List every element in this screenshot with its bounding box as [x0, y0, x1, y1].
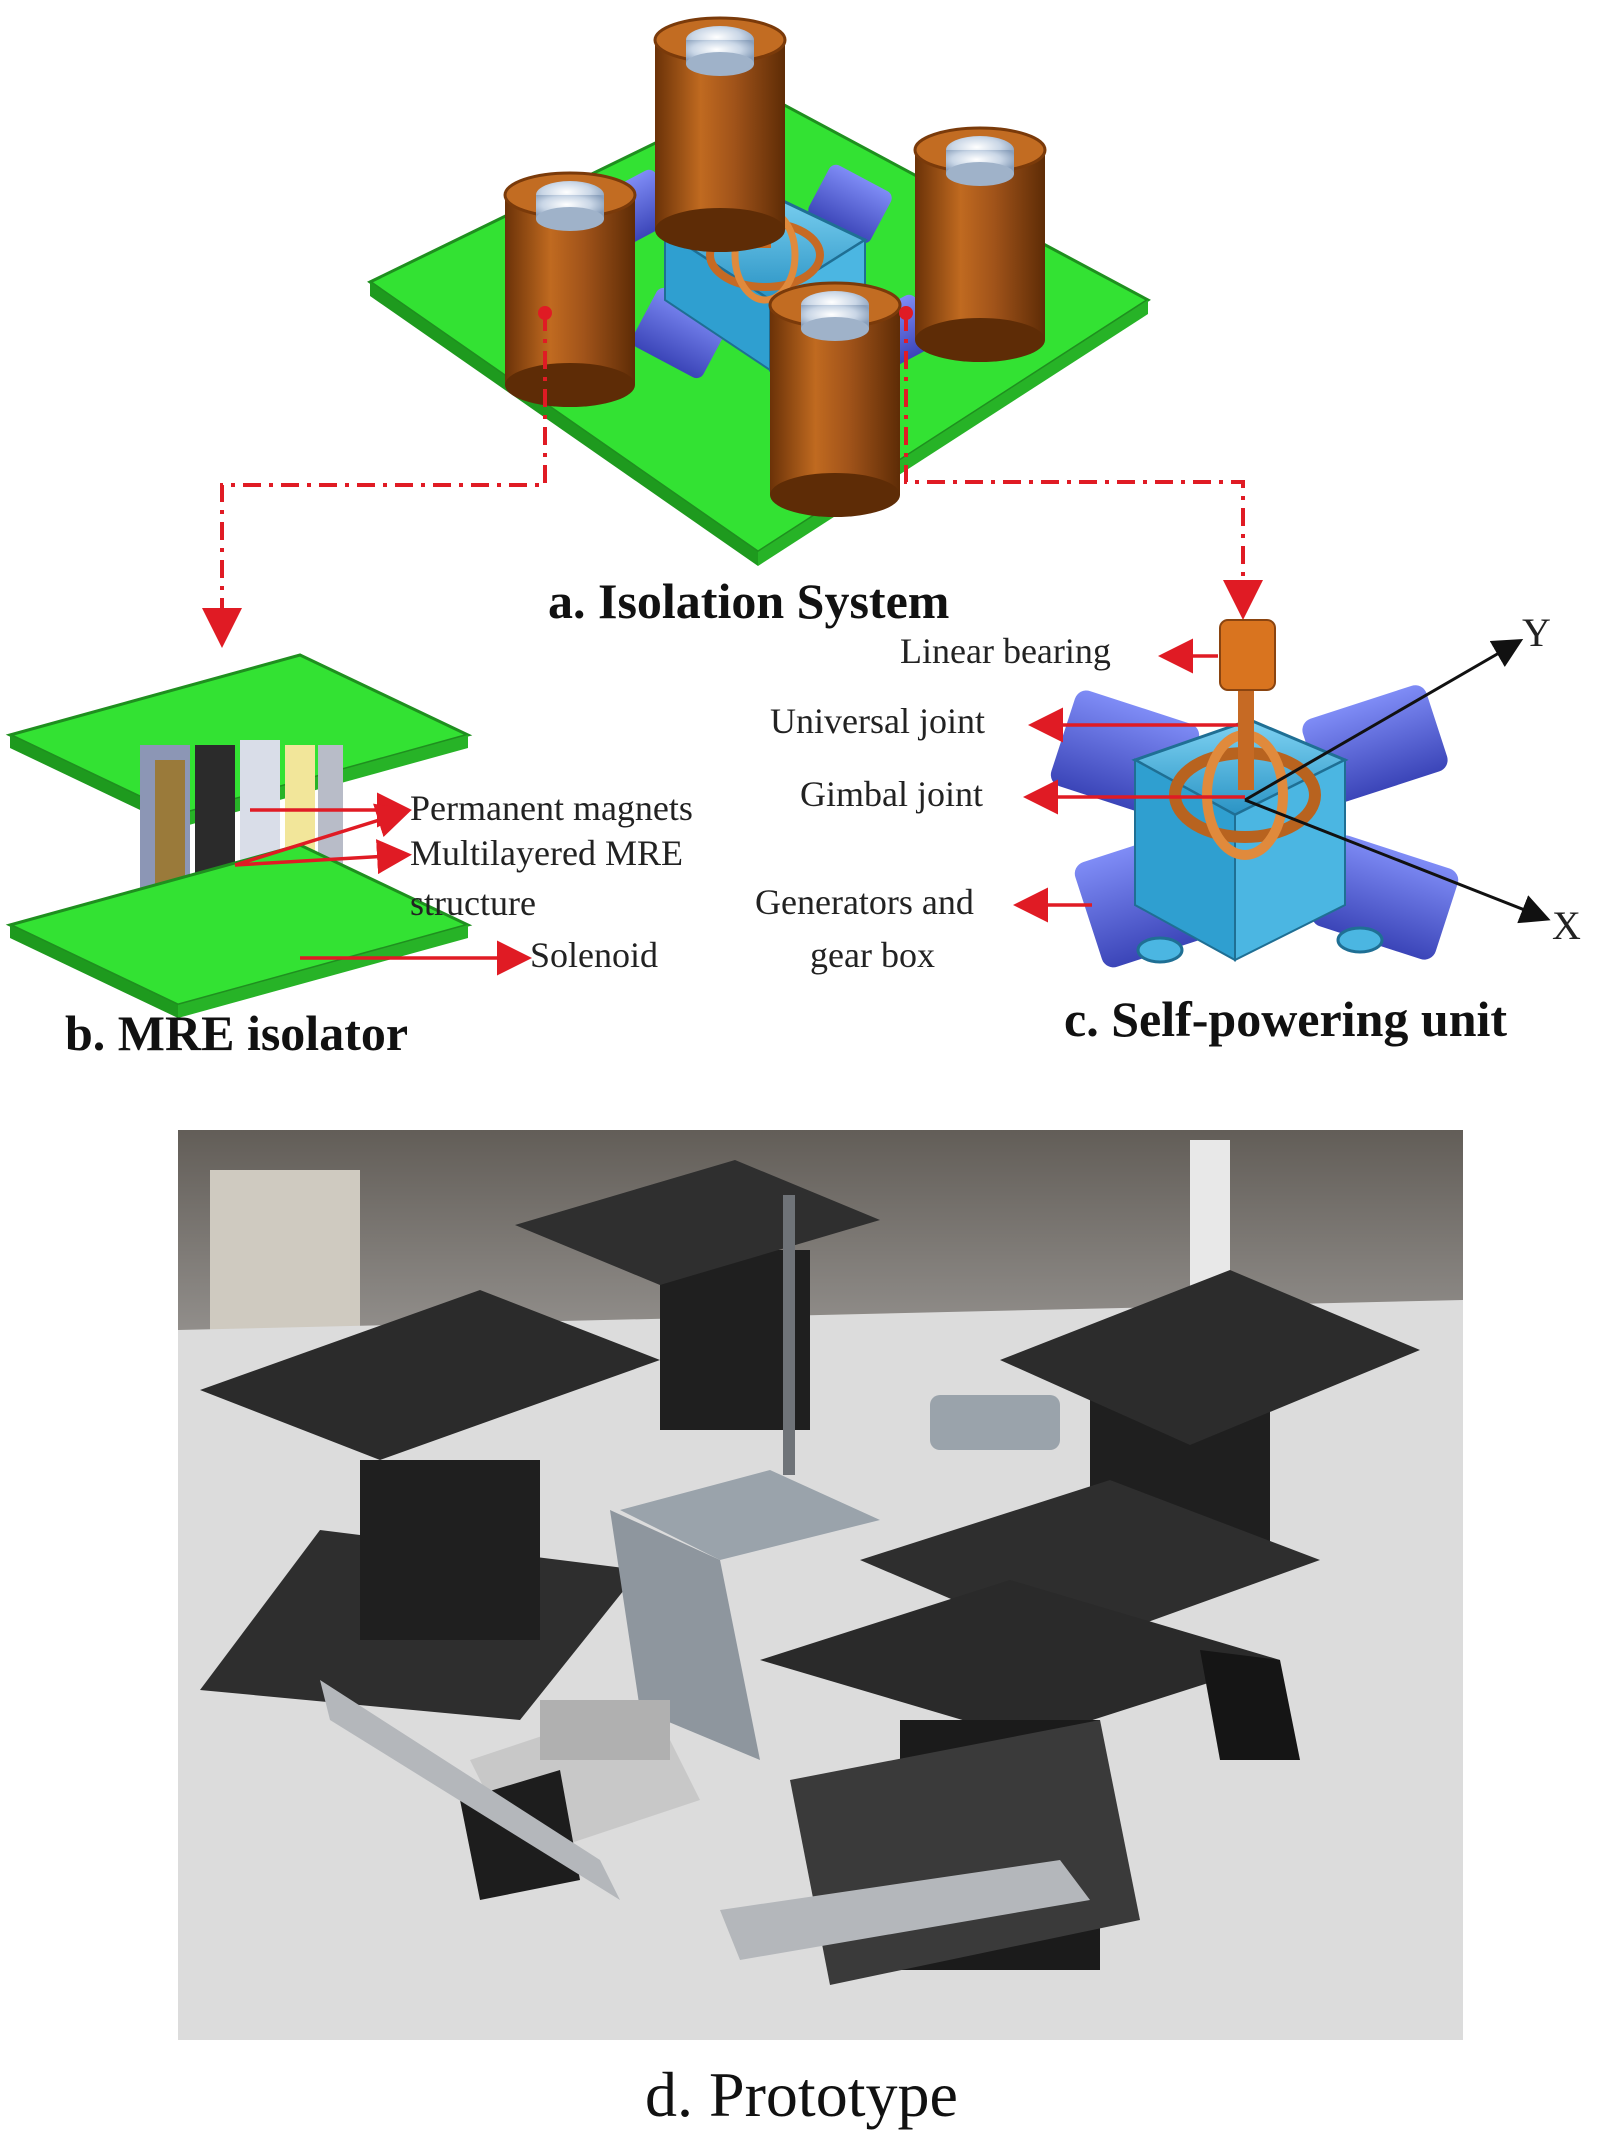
axis-label-y: Y — [1522, 610, 1551, 655]
mre-isolator-cylinder-left — [503, 171, 637, 407]
connector-lines — [202, 313, 1263, 648]
unit-callout-arrows — [1013, 638, 1245, 923]
axis-label-x: X — [1552, 903, 1581, 948]
mre-callout-arrows — [234, 792, 532, 976]
axis-arrows — [1244, 638, 1551, 924]
caption-isolation-system: a. Isolation System — [548, 573, 950, 629]
label-gimbal-joint: Gimbal joint — [800, 774, 983, 814]
prototype-photo — [178, 1130, 1463, 2040]
mre-isolator-cylinder-front — [768, 281, 902, 517]
label-universal-joint: Universal joint — [770, 701, 985, 741]
label-solenoid: Solenoid — [530, 935, 659, 975]
mre-isolator-cylinder-right — [913, 126, 1047, 362]
label-linear-bearing: Linear bearing — [900, 631, 1111, 671]
label-gear-box: gear box — [810, 935, 935, 975]
callout-dot-unit — [899, 306, 913, 320]
callout-dot-isolator — [538, 306, 552, 320]
caption-self-powering-unit: c. Self-powering unit — [1064, 991, 1508, 1047]
self-powering-unit-illustration — [1050, 619, 1459, 968]
label-mre-structure: structure — [410, 883, 536, 923]
mre-isolator-cylinder-back — [653, 16, 787, 252]
label-multilayered-mre: Multilayered MRE — [410, 833, 683, 873]
caption-prototype: d. Prototype — [645, 2059, 958, 2130]
label-generators: Generators and — [755, 882, 974, 922]
label-permanent-magnets: Permanent magnets — [410, 788, 693, 828]
mre-isolator-illustration — [5, 653, 473, 1018]
isolation-system-illustration — [202, 16, 1263, 648]
caption-mre-isolator: b. MRE isolator — [65, 1005, 409, 1061]
